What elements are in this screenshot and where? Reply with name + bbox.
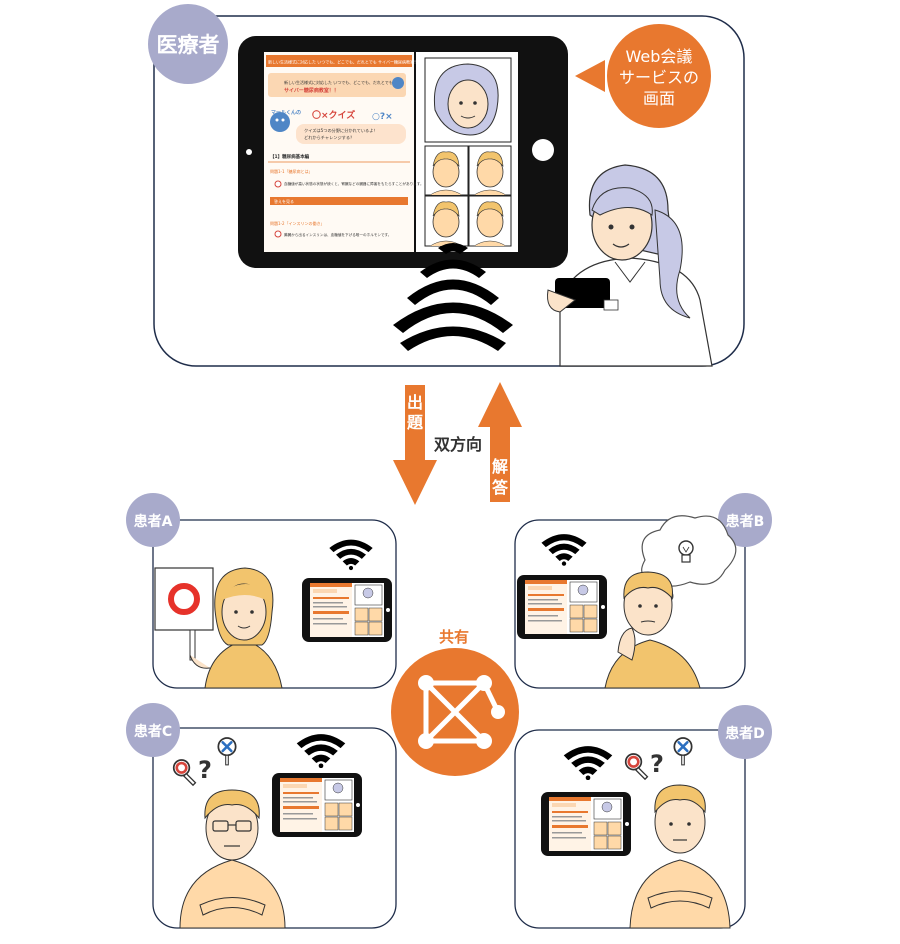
patient-a-tablet [302, 578, 392, 642]
answer-bar-label: 答えを見る [274, 198, 294, 204]
callout-pointer [575, 60, 605, 92]
question-arrow: 出 題 [393, 385, 437, 505]
callout-line1: Web会議 [626, 47, 693, 66]
question-arrow-label-2: 題 [407, 413, 424, 432]
patient-c-figure [179, 789, 286, 929]
answer-arrow-label-2: 答 [492, 478, 509, 497]
question-arrow-label-1: 出 [407, 393, 423, 412]
patient-b-label-circle [718, 493, 772, 547]
patient-b-figure [604, 571, 701, 689]
quiz-bubble-line1: クイズは5つの分野に分かれているよ！ [304, 127, 378, 134]
quiz-q1-text: 血糖値が高い状態の状態が続くと、腎臓などの臓器に障害をもたらすことがあります。 [284, 181, 424, 186]
patient-a-label-circle [126, 493, 180, 547]
q2-icon [274, 230, 282, 238]
patient-c-question-icon: ? [198, 756, 212, 784]
patient-a-figure [154, 567, 283, 689]
tablet-home-button [532, 139, 554, 161]
circle-answer-sign [154, 567, 214, 631]
question-mark-icon: ○?× [372, 112, 393, 122]
answer-bar[interactable] [270, 197, 408, 205]
callout-line3: 画面 [643, 89, 675, 108]
circle-mark-icon [168, 583, 200, 615]
quiz-banner: 新しい生活様式に対応した いつでも、どこでも、だれとでも サイバー糖尿病教室！！ [268, 59, 422, 65]
q1-icon [274, 180, 282, 188]
lightbulb-icon [678, 540, 694, 563]
mascot-icon [392, 77, 404, 89]
quiz-q2-head: 問題1-2「インスリンの働き」 [270, 220, 324, 226]
patient-d-tablet [540, 792, 632, 856]
quiz-banner-bar [266, 55, 412, 67]
provider-video-face [433, 63, 499, 136]
quiz-section: 【1】糖尿病基本編 [270, 153, 310, 160]
quiz-q2-text: 膵臓から出るインスリンは、血糖値を下げる唯一のホルモンです。 [284, 232, 391, 237]
patient-c-label: 患者C [134, 723, 172, 740]
quiz-q1-head: 問題1-1「糖尿病とは」 [270, 168, 313, 174]
provider-label-circle [148, 4, 228, 84]
patient-d-label: 患者D [725, 725, 765, 742]
patient-d-figure [629, 784, 731, 929]
web-meeting-callout: Web会議 サービスの 画面 [575, 24, 711, 128]
share-network-icon [391, 648, 519, 776]
patient-a-label: 患者A [134, 513, 173, 530]
nurse-figure [547, 164, 713, 367]
callout-line2: サービスの [619, 68, 699, 87]
quiz-title: 〇×クイズ [312, 109, 355, 121]
video-grid [424, 57, 512, 247]
quiz-screen: 新しい生活様式に対応した いつでも、どこでも、だれとでも サイバー糖尿病教室！！… [266, 55, 424, 238]
patient-b-label: 患者B [726, 513, 765, 530]
patient-d-question-icon: ? [650, 750, 664, 778]
quiz-subtitle: 新しい生活様式に対応した いつでも、どこでも、だれとでも [284, 79, 393, 85]
quiz-bubble-line2: どれからチャレンジする？ [304, 134, 354, 141]
patient-b-tablet [516, 575, 608, 639]
quiz-subtitle-box [268, 73, 406, 97]
patient-d-label-circle [718, 705, 772, 759]
provider-label: 医療者 [157, 33, 220, 57]
tablet-camera [246, 149, 252, 155]
mascot-large-icon [270, 112, 290, 132]
quiz-headline: サイバー糖尿病教室！！ [284, 87, 339, 94]
quiz-mascot-name: マールくんの [271, 109, 301, 116]
patient-c-tablet [272, 773, 362, 837]
callout-circle [607, 24, 711, 128]
answer-arrow-label-1: 解 [492, 457, 508, 476]
bidirectional-label: 双方向 [434, 435, 482, 454]
patient-c-label-circle [126, 703, 180, 757]
quiz-bubble [296, 124, 406, 144]
answer-arrow: 解 答 [478, 382, 522, 502]
share-label: 共有 [439, 628, 469, 646]
broadcast-signal-icon [393, 243, 513, 351]
